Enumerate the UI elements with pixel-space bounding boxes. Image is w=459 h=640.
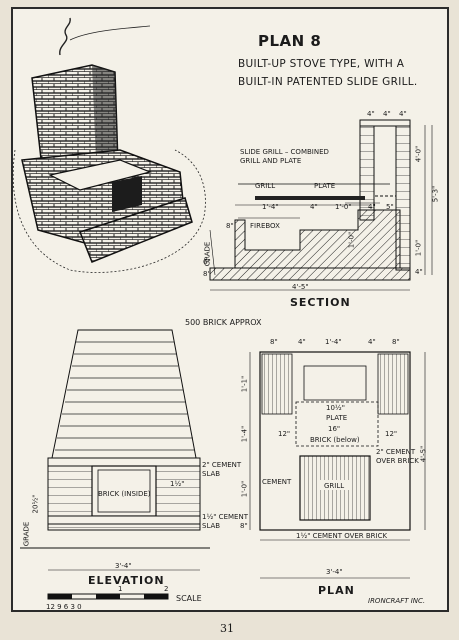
section-dim-4-0: 4'-0" [414, 145, 423, 163]
plan-grill-label: GRILL [324, 482, 345, 490]
section-dim-top-a: 4" [367, 110, 375, 118]
plan-subtitle-line1: BUILT-UP STOVE TYPE, WITH A [238, 58, 405, 70]
section-dim-4-v: 4" [415, 268, 423, 276]
plan-left-dim-1: 1'-1" [240, 375, 249, 393]
section-grill-label: GRILL [255, 182, 276, 190]
plan-top-dim-1: 8" [270, 338, 278, 346]
plan-subtitle-line2: BUILT-IN PATENTED SLIDE GRILL. [238, 76, 418, 88]
section-width-dim: 4'-5" [292, 283, 309, 291]
plan-cement-bottom: 1½" CEMENT OVER BRICK [296, 532, 388, 540]
section-dim-4a: 4" [310, 203, 318, 211]
elevation-brick-count: 500 BRICK APPROX [185, 318, 262, 327]
section-slide-grill-note: SLIDE GRILL – COMBINED GRILL AND PLATE [240, 148, 329, 165]
section-dim-8: 8" [226, 222, 234, 230]
section-heading: SECTION [290, 296, 351, 309]
plan-width-dim: 3'-4" [326, 568, 343, 576]
plan-title: PLAN 8 [258, 32, 322, 50]
section-dim-1-4: 1'-4" [262, 203, 279, 211]
plan-left-dim-3: 1'-0" [240, 480, 249, 498]
elevation-brick-inside: BRICK (INSIDE) [98, 490, 151, 498]
scale-tick-2: 2 [164, 585, 169, 593]
section-dim-top-c: 4" [399, 110, 407, 118]
elevation-height-dim: 20½" [31, 494, 40, 514]
elevation-cement-slab: 2" CEMENT SLAB [202, 461, 242, 478]
plan-dim-16: 16" [328, 425, 341, 433]
plan-plate-width: 10½" [326, 404, 345, 412]
section-firebox-label: FIREBOX [250, 222, 280, 230]
maker-credit: IRONCRAFT INC. [368, 597, 426, 605]
perspective-sketch [12, 17, 206, 273]
scale-tick-1: 1 [118, 585, 123, 593]
plan-dim-12b: 12" [385, 430, 398, 438]
plan-brick-below: BRICK (below) [310, 436, 360, 444]
section-dim-top-b: 4" [383, 110, 391, 118]
plan-cement-over-brick: 2" CEMENT OVER BRICK [376, 448, 419, 465]
section-dim-5: 5" [386, 203, 394, 211]
section-dim-1-0-v: 1'-0" [347, 231, 356, 249]
section-dim-6: 6" [203, 258, 211, 266]
elevation-width-dim: 3'-4" [115, 562, 132, 570]
page-number: 31 [220, 622, 234, 635]
plan-top-dim-2: 4" [298, 338, 306, 346]
elevation-grade-label: GRADE [22, 521, 31, 547]
plan-plate-label: PLATE [326, 414, 348, 422]
plan-height-dim: 4'-5" [419, 445, 428, 463]
plan-left-dim-4: 8" [240, 522, 248, 530]
scale-label: SCALE [176, 594, 202, 603]
elevation-drawing [20, 329, 210, 571]
scale-bar [47, 593, 169, 600]
section-plate-label: PLATE [314, 182, 336, 190]
section-dim-1-0-v2: 1'-0" [414, 239, 423, 257]
section-dim-1-0: 1'-0" [335, 203, 352, 211]
plan-left-dim-2: 1'-4" [240, 425, 249, 443]
scale-numbers: 12 9 6 3 0 [46, 603, 82, 611]
plan-dim-12a: 12" [278, 430, 291, 438]
section-dim-4b: 4" [368, 203, 376, 211]
section-height-dim: 5'-3" [431, 185, 440, 203]
elevation-one-half: 1½" [170, 480, 185, 488]
plan-cement-label: CEMENT [262, 478, 292, 486]
elevation-cement-slab-2: 1½" CEMENT SLAB [202, 513, 248, 530]
plan-drawing [249, 351, 426, 579]
elevation-heading: ELEVATION [88, 574, 165, 587]
plan-top-dim-3: 1'-4" [325, 338, 342, 346]
plan-top-dim-4: 4" [368, 338, 376, 346]
section-dim-8b: 8" [203, 270, 211, 278]
plan-heading: PLAN [318, 584, 355, 597]
plan-top-dim-5: 8" [392, 338, 400, 346]
section-drawing [209, 119, 433, 291]
